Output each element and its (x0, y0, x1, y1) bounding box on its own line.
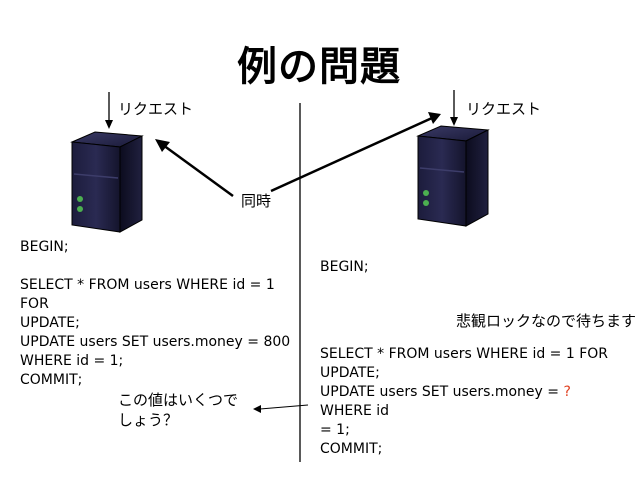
question-line-2: しょう？ (118, 411, 179, 429)
left-sql-line: WHERE id = 1; (20, 353, 124, 369)
right-server-icon (416, 125, 490, 227)
right-sql-line: COMMIT; (320, 441, 383, 457)
left-sql-line (20, 257, 295, 276)
left-sql-line: SELECT * FROM users WHERE id = 1 FOR (20, 277, 275, 312)
right-sql-begin: BEGIN; (320, 259, 369, 275)
left-sql-line: BEGIN; (20, 239, 69, 255)
simultaneous-label: 同時 (241, 192, 272, 210)
left-server-icon (70, 131, 144, 233)
left-sql-line: UPDATE; (20, 315, 80, 331)
question-arrow (253, 404, 309, 413)
question-text: この値はいくつで しょう？ (118, 390, 238, 430)
left-sql-line: UPDATE users SET users.money = 800 (20, 334, 291, 350)
left-sql-line: COMMIT; (20, 372, 83, 388)
left-request-label: リクエスト (118, 100, 194, 118)
left-request-arrow (105, 92, 113, 129)
simultaneous-arrow-right (270, 112, 441, 193)
page-title: 例の問題 (237, 44, 401, 90)
right-request-label: リクエスト (466, 100, 542, 118)
simultaneous-arrow-left (155, 139, 234, 198)
update-suffix: WHERE id (320, 403, 390, 419)
right-sql-line: UPDATE; (320, 365, 380, 381)
pessimistic-lock-note: 悲観ロックなので待ちます (456, 312, 637, 330)
right-sql-update-line: UPDATE users SET users.money = ? WHERE i… (320, 383, 620, 421)
right-sql-block: SELECT * FROM users WHERE id = 1 FOR UPD… (320, 345, 620, 459)
right-request-arrow (450, 90, 458, 126)
right-sql-line: = 1; (320, 422, 350, 438)
unknown-value-mark: ? (563, 384, 571, 400)
update-prefix: UPDATE users SET users.money = (320, 384, 564, 400)
question-line-1: この値はいくつで (118, 391, 239, 409)
right-sql-line: SELECT * FROM users WHERE id = 1 FOR (320, 346, 609, 362)
left-sql-block: BEGIN; SELECT * FROM users WHERE id = 1 … (20, 238, 295, 390)
